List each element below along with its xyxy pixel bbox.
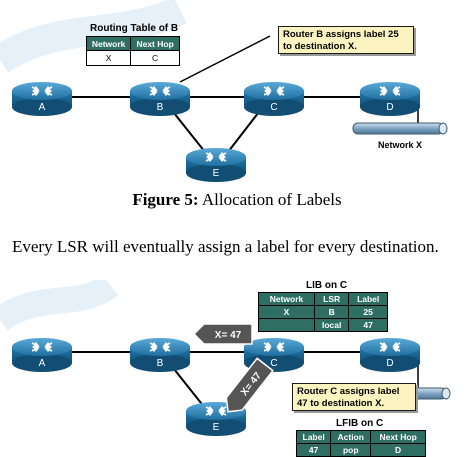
callout-pointer bbox=[179, 35, 271, 83]
routing-table-b: Network Next Hop X C bbox=[85, 36, 180, 66]
svg-text:E: E bbox=[213, 422, 220, 433]
lib-cell: 25 bbox=[348, 305, 388, 319]
routing-table-cell: C bbox=[130, 50, 180, 66]
lib-cell: local bbox=[314, 318, 350, 332]
figure-caption-text: Allocation of Labels bbox=[198, 190, 342, 209]
lfib-header: Label bbox=[295, 430, 332, 444]
lfib-header: Action bbox=[330, 430, 372, 444]
router-e-icon: E bbox=[186, 148, 246, 182]
lib-header: LSR bbox=[314, 292, 350, 306]
svg-text:D: D bbox=[386, 358, 393, 369]
network-x-pipe-bottom bbox=[409, 356, 451, 400]
svg-text:C: C bbox=[270, 358, 277, 369]
router-d-icon: D bbox=[360, 82, 420, 116]
lib-table: Network LSR Label X B 25 local 47 bbox=[257, 292, 388, 332]
svg-text:X= 47: X= 47 bbox=[215, 330, 242, 341]
svg-text:D: D bbox=[386, 102, 393, 113]
routing-table-cell: X bbox=[85, 50, 132, 66]
router-c-icon: C bbox=[244, 82, 304, 116]
lfib-cell: 47 bbox=[295, 443, 332, 457]
lfib-caption: LFIB on C bbox=[336, 418, 384, 429]
lib-cell bbox=[257, 318, 316, 332]
lib-header: Label bbox=[348, 292, 388, 306]
svg-text:B: B bbox=[157, 102, 164, 113]
body-paragraph: Every LSR will eventually assign a label… bbox=[12, 237, 439, 256]
router-a-icon: A bbox=[12, 82, 72, 116]
svg-text:E: E bbox=[213, 168, 220, 179]
router-b-icon: B bbox=[130, 82, 190, 116]
lfib-cell: pop bbox=[330, 443, 372, 457]
lib-cell: B bbox=[314, 305, 350, 319]
lib-caption: LIB on C bbox=[306, 280, 348, 291]
top-links bbox=[72, 96, 362, 153]
routing-table-caption: Routing Table of B bbox=[90, 23, 179, 34]
router-e-icon: E bbox=[186, 402, 246, 436]
router-c-icon: C bbox=[244, 338, 304, 372]
lib-header: Network bbox=[257, 292, 316, 306]
routing-table-header: Network bbox=[85, 36, 132, 51]
network-x-label: Network X bbox=[378, 140, 422, 150]
lfib-table: Label Action Next Hop 47 pop D bbox=[295, 430, 426, 457]
svg-text:A: A bbox=[39, 358, 46, 369]
svg-text:C: C bbox=[270, 102, 277, 113]
router-b-callout: Router B assigns label 25 to destination… bbox=[278, 26, 414, 54]
lfib-cell: D bbox=[370, 443, 426, 457]
lib-cell: 47 bbox=[348, 318, 388, 332]
top-network-diagram: A B C D E Network X bbox=[0, 0, 448, 182]
figure-caption-prefix: Figure 5: bbox=[132, 190, 199, 209]
router-c-callout: Router C assigns label 47 to destination… bbox=[292, 383, 416, 411]
lfib-header: Next Hop bbox=[370, 430, 426, 444]
label-message-diagonal: X= 47 bbox=[225, 357, 274, 413]
router-a-icon: A bbox=[12, 338, 72, 372]
label-message-horizontal: X= 47 bbox=[192, 323, 253, 345]
lib-cell: X bbox=[257, 305, 316, 319]
router-b-icon: B bbox=[130, 338, 190, 372]
figure-caption: Figure 5: Allocation of Labels bbox=[0, 190, 474, 210]
bottom-network-diagram: A B C D E X= 47 X= 47 bbox=[0, 280, 451, 436]
svg-text:A: A bbox=[39, 102, 46, 113]
network-x-pipe bbox=[352, 100, 448, 135]
router-d-icon: D bbox=[360, 338, 420, 372]
svg-text:B: B bbox=[157, 358, 164, 369]
routing-table-header: Next Hop bbox=[130, 36, 180, 51]
